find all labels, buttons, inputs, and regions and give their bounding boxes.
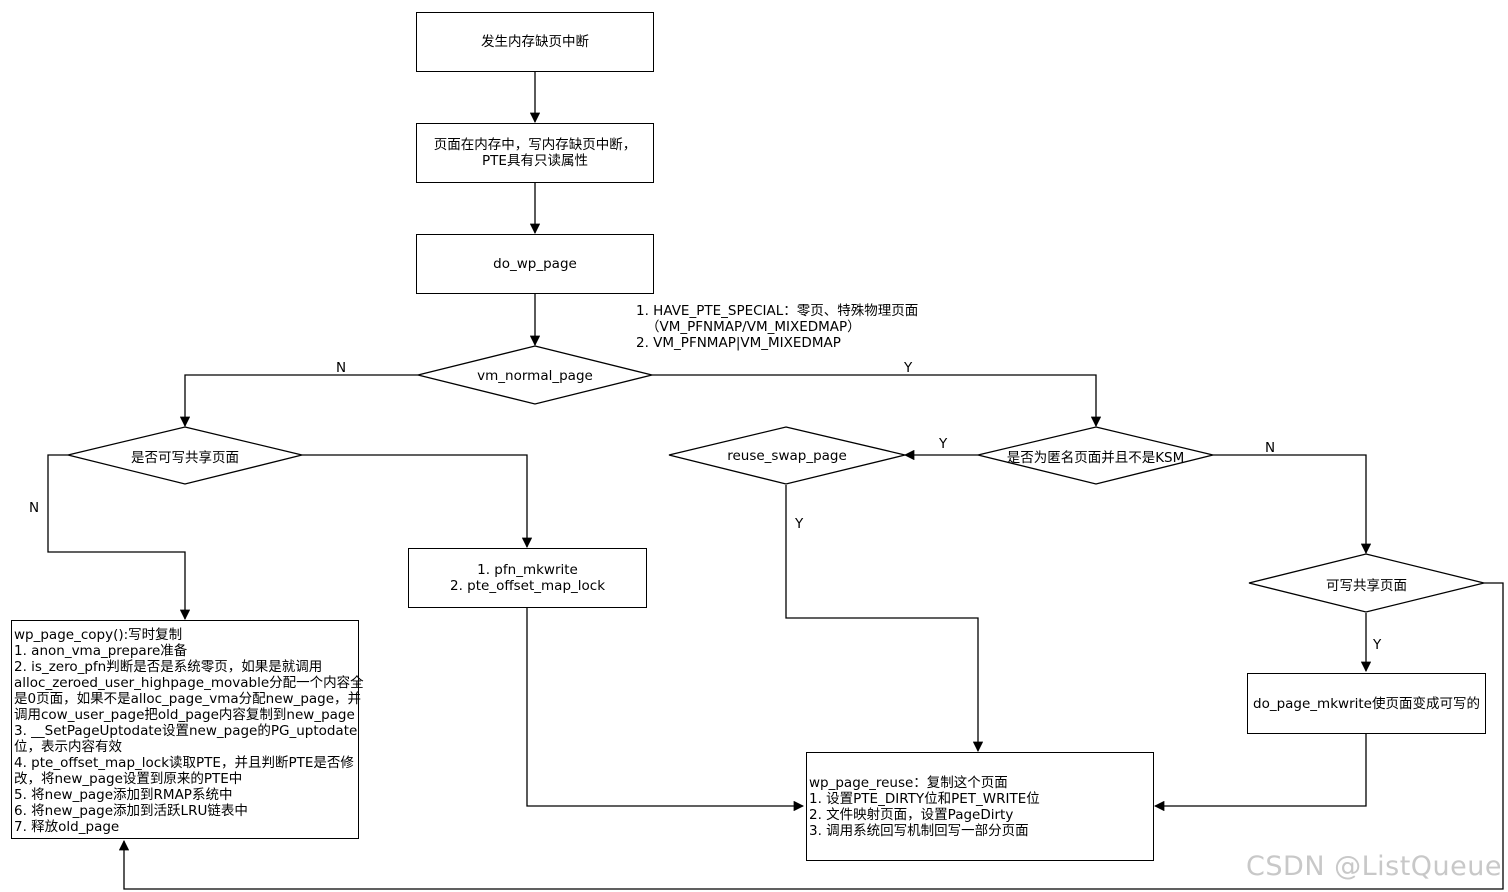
edge-label-vm-y: Y bbox=[904, 360, 913, 376]
edge-vmnormal-n bbox=[179, 374, 418, 428]
copy-line-12: 7. 释放old_page bbox=[14, 819, 120, 835]
edge-label-anon-y: Y bbox=[939, 436, 948, 452]
copy-line-4: 是0页面，如果不是alloc_page_vma分配new_page，并 bbox=[14, 691, 362, 707]
annotation-line-2: （VM_PFNMAP/VM_MIXEDMAP） bbox=[646, 319, 861, 335]
node-pfn-mkwrite-line-1: 1. pfn_mkwrite bbox=[477, 562, 578, 578]
reuse-line-3: 3. 调用系统回写机制回写一部分页面 bbox=[809, 822, 1029, 839]
copy-line-9: 改，将new_page设置到原来的PTE中 bbox=[14, 771, 243, 787]
copy-line-2: 2. is_zero_pfn判断是否是系统零页，如果是就调用 bbox=[14, 659, 323, 675]
diamond-shared-writable bbox=[67, 426, 303, 485]
node-pfn-mkwrite-line-2: 2. pte_offset_map_lock bbox=[449, 578, 606, 594]
edge-anonq-n bbox=[1213, 454, 1372, 555]
copy-line-8: 4. pte_offset_map_lock读取PTE，并且判断PTE是否修 bbox=[14, 755, 354, 771]
edge-reuseswap-y bbox=[785, 485, 984, 753]
edge-vmnormal-y bbox=[652, 374, 1102, 428]
edge-pfn-reuse bbox=[526, 608, 805, 812]
node-do-page-mkwrite: do_page_mkwrite使页面变成可写的 bbox=[1247, 673, 1486, 734]
copy-line-1: 1. anon_vma_prepare准备 bbox=[14, 643, 188, 659]
node-pfn-mkwrite: 1. pfn_mkwrite 2. pte_offset_map_lock bbox=[408, 548, 647, 608]
copy-line-6: 3. __SetPageUptodate设置new_page的PG_uptoda… bbox=[14, 723, 358, 739]
node-wp-page-copy: wp_page_copy():写时复制 1. anon_vma_prepare准… bbox=[11, 620, 364, 839]
copy-line-10: 5. 将new_page添加到RMAP系统中 bbox=[14, 787, 233, 803]
reuse-line-2: 2. 文件映射页面，设置PageDirty bbox=[809, 806, 1014, 823]
diamond-anon-not-ksm bbox=[977, 426, 1214, 485]
diamond-writable-shared-label: 可写共享页面 bbox=[1326, 578, 1407, 594]
reuse-line-1: 1. 设置PTE_DIRTY位和PET_WRITE位 bbox=[809, 790, 1040, 807]
edge-sharedq-y bbox=[302, 454, 533, 549]
copy-line-3: alloc_zeroed_user_highpage_movable分配一个内容… bbox=[14, 675, 364, 691]
node-in-memory: 页面在内存中，写内存缺页中断， PTE具有只读属性 bbox=[416, 123, 654, 183]
node-start: 发生内存缺页中断 bbox=[416, 12, 654, 72]
reuse-line-0: wp_page_reuse：复制这个页面 bbox=[809, 774, 1008, 791]
edge-mkwrite-reuse bbox=[1153, 734, 1367, 812]
node-in-memory-line-1: 页面在内存中，写内存缺页中断， bbox=[433, 137, 637, 153]
edge-writable-n bbox=[118, 582, 1504, 890]
node-wp-page-reuse: wp_page_reuse：复制这个页面 1. 设置PTE_DIRTY位和PET… bbox=[806, 752, 1154, 861]
diamond-shared-writable-label: 是否可写共享页面 bbox=[131, 450, 239, 466]
diamond-writable-shared bbox=[1248, 553, 1485, 613]
annotation-line-1: 1. HAVE_PTE_SPECIAL：零页、特殊物理页面 bbox=[636, 303, 919, 319]
edge-label-reuse-y: Y bbox=[795, 516, 804, 532]
node-in-memory-line-2: PTE具有只读属性 bbox=[482, 153, 588, 169]
diamond-anon-not-ksm-label: 是否为匿名页面并且不是KSM bbox=[1006, 450, 1185, 466]
edge-label-writable-y: Y bbox=[1373, 637, 1382, 653]
diamond-vm-normal-page bbox=[417, 345, 653, 405]
node-do-wp-page: do_wp_page bbox=[416, 234, 654, 294]
copy-line-11: 6. 将new_page添加到活跃LRU链表中 bbox=[14, 803, 248, 819]
edge-label-shared-n: N bbox=[29, 500, 40, 516]
node-do-wp-page-label: do_wp_page bbox=[493, 256, 577, 272]
node-start-label: 发生内存缺页中断 bbox=[481, 34, 589, 50]
csdn-watermark: CSDN @ListQueue bbox=[1246, 851, 1502, 882]
edge-label-anon-n: N bbox=[1265, 440, 1276, 456]
vm-normal-annotation: 1. HAVE_PTE_SPECIAL：零页、特殊物理页面 （VM_PFNMAP… bbox=[636, 303, 918, 351]
copy-line-5: 调用cow_user_page把old_page内容复制到new_page bbox=[14, 707, 355, 723]
edge-sharedq-n bbox=[47, 454, 191, 621]
copy-line-0: wp_page_copy():写时复制 bbox=[14, 627, 183, 643]
edge-label-vm-n: N bbox=[336, 360, 347, 376]
annotation-line-3: 2. VM_PFNMAP|VM_MIXEDMAP bbox=[636, 335, 841, 351]
diamond-reuse-swap-page bbox=[668, 426, 906, 485]
node-do-page-mkwrite-label: do_page_mkwrite使页面变成可写的 bbox=[1253, 695, 1480, 712]
diamond-reuse-swap-page-label: reuse_swap_page bbox=[727, 448, 847, 464]
diamond-vm-normal-page-label: vm_normal_page bbox=[477, 368, 593, 384]
copy-line-7: 位，表示内容有效 bbox=[14, 739, 122, 755]
